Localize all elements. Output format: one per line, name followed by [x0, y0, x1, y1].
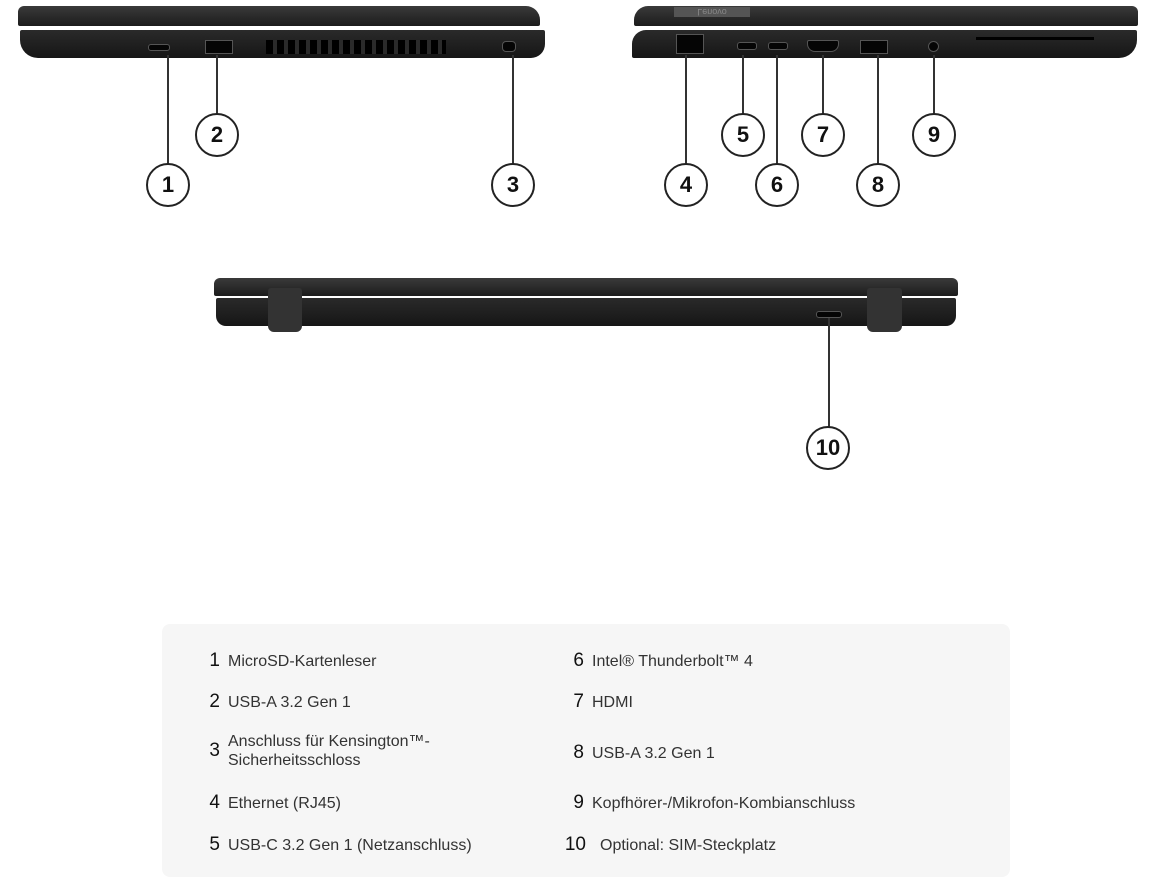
- sim-slot: [816, 311, 842, 318]
- callout-2: 2: [195, 113, 239, 157]
- lenovo-logo: Lenovo: [674, 7, 750, 17]
- hdmi-port: [807, 40, 839, 52]
- microsd-slot: [148, 44, 170, 51]
- callout-8: 8: [856, 163, 900, 207]
- vent-grille: [266, 40, 446, 54]
- card-slot: [976, 37, 1094, 40]
- hinge-left: [268, 288, 302, 332]
- callout-5: 5: [721, 113, 765, 157]
- thunderbolt-port: [768, 42, 788, 50]
- hinge-right: [867, 288, 902, 332]
- usb-a-port-right: [860, 40, 888, 54]
- audio-jack: [928, 41, 939, 52]
- callout-4: 4: [664, 163, 708, 207]
- laptop-left-side-view: [18, 4, 548, 66]
- ethernet-port: [676, 34, 704, 54]
- callout-1: 1: [146, 163, 190, 207]
- kensington-slot: [502, 41, 516, 52]
- laptop-right-side-view: Lenovo: [630, 4, 1142, 66]
- usb-c-port: [737, 42, 757, 50]
- callout-7: 7: [801, 113, 845, 157]
- callout-10: 10: [806, 426, 850, 470]
- usb-a-port: [205, 40, 233, 54]
- callout-9: 9: [912, 113, 956, 157]
- callout-6: 6: [755, 163, 799, 207]
- callout-3: 3: [491, 163, 535, 207]
- laptop-rear-view: [214, 276, 958, 334]
